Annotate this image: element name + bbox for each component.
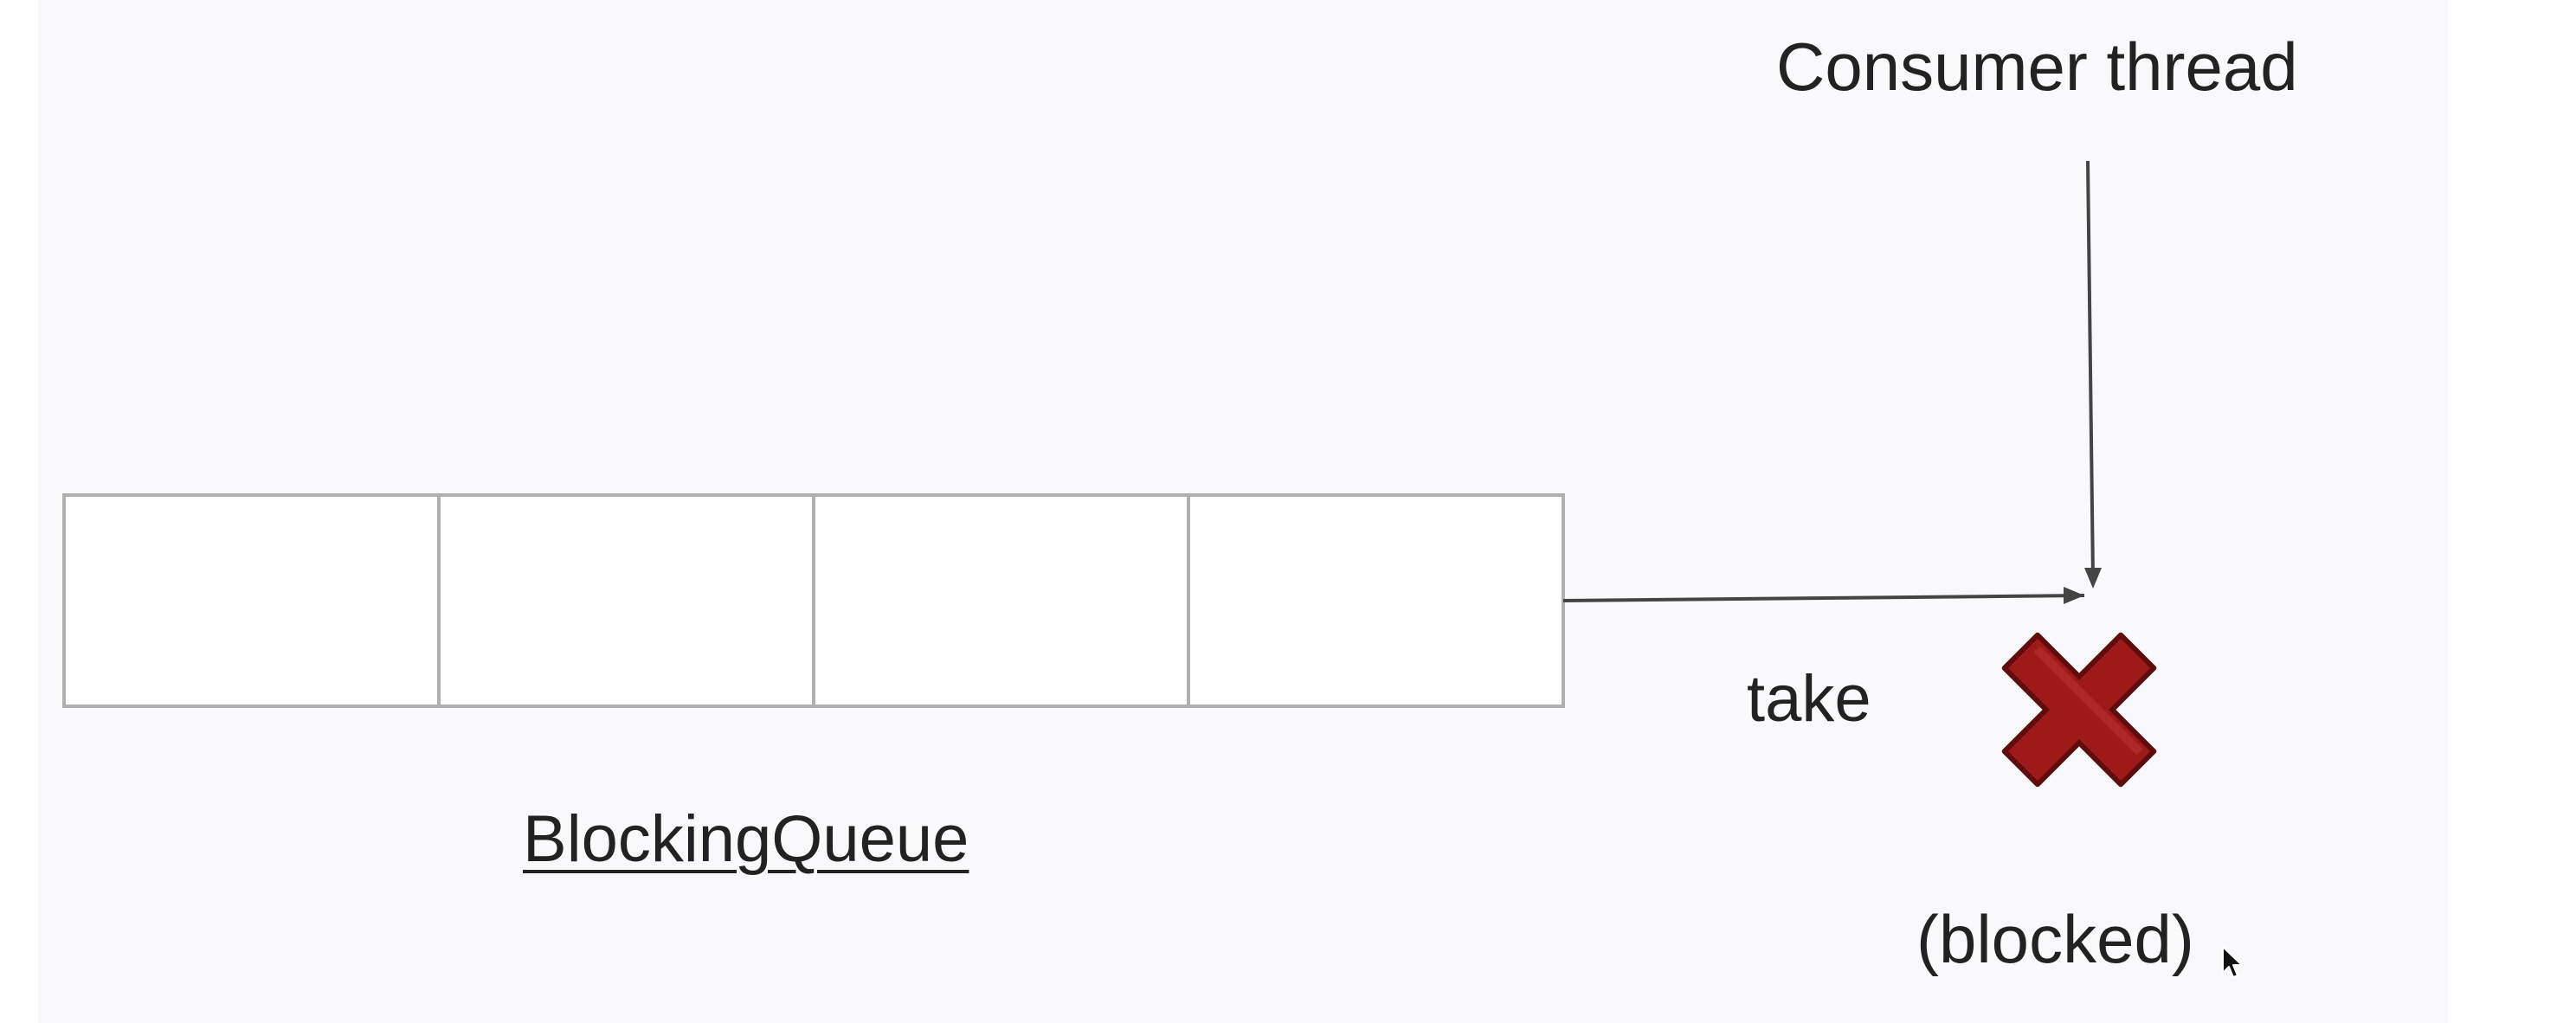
take-arrow-head xyxy=(2064,587,2084,604)
blocking-queue-label: BlockingQueue xyxy=(523,802,969,876)
consumer-arrow-head xyxy=(2084,568,2102,589)
mouse-pointer-icon xyxy=(2222,946,2243,978)
queue-slot xyxy=(437,493,815,708)
blocking-queue xyxy=(62,493,1565,708)
consumer-thread-label: Consumer thread xyxy=(1776,29,2298,105)
take-arrow xyxy=(1562,594,2085,602)
x-mark-icon xyxy=(2001,632,2157,788)
queue-slot xyxy=(1187,493,1565,708)
take-operation-label: take xyxy=(1747,662,1871,736)
queue-slot xyxy=(812,493,1190,708)
queue-slot xyxy=(62,493,441,708)
consumer-arrow xyxy=(2086,160,2095,579)
blocked-status-label: (blocked) xyxy=(1916,901,2194,977)
